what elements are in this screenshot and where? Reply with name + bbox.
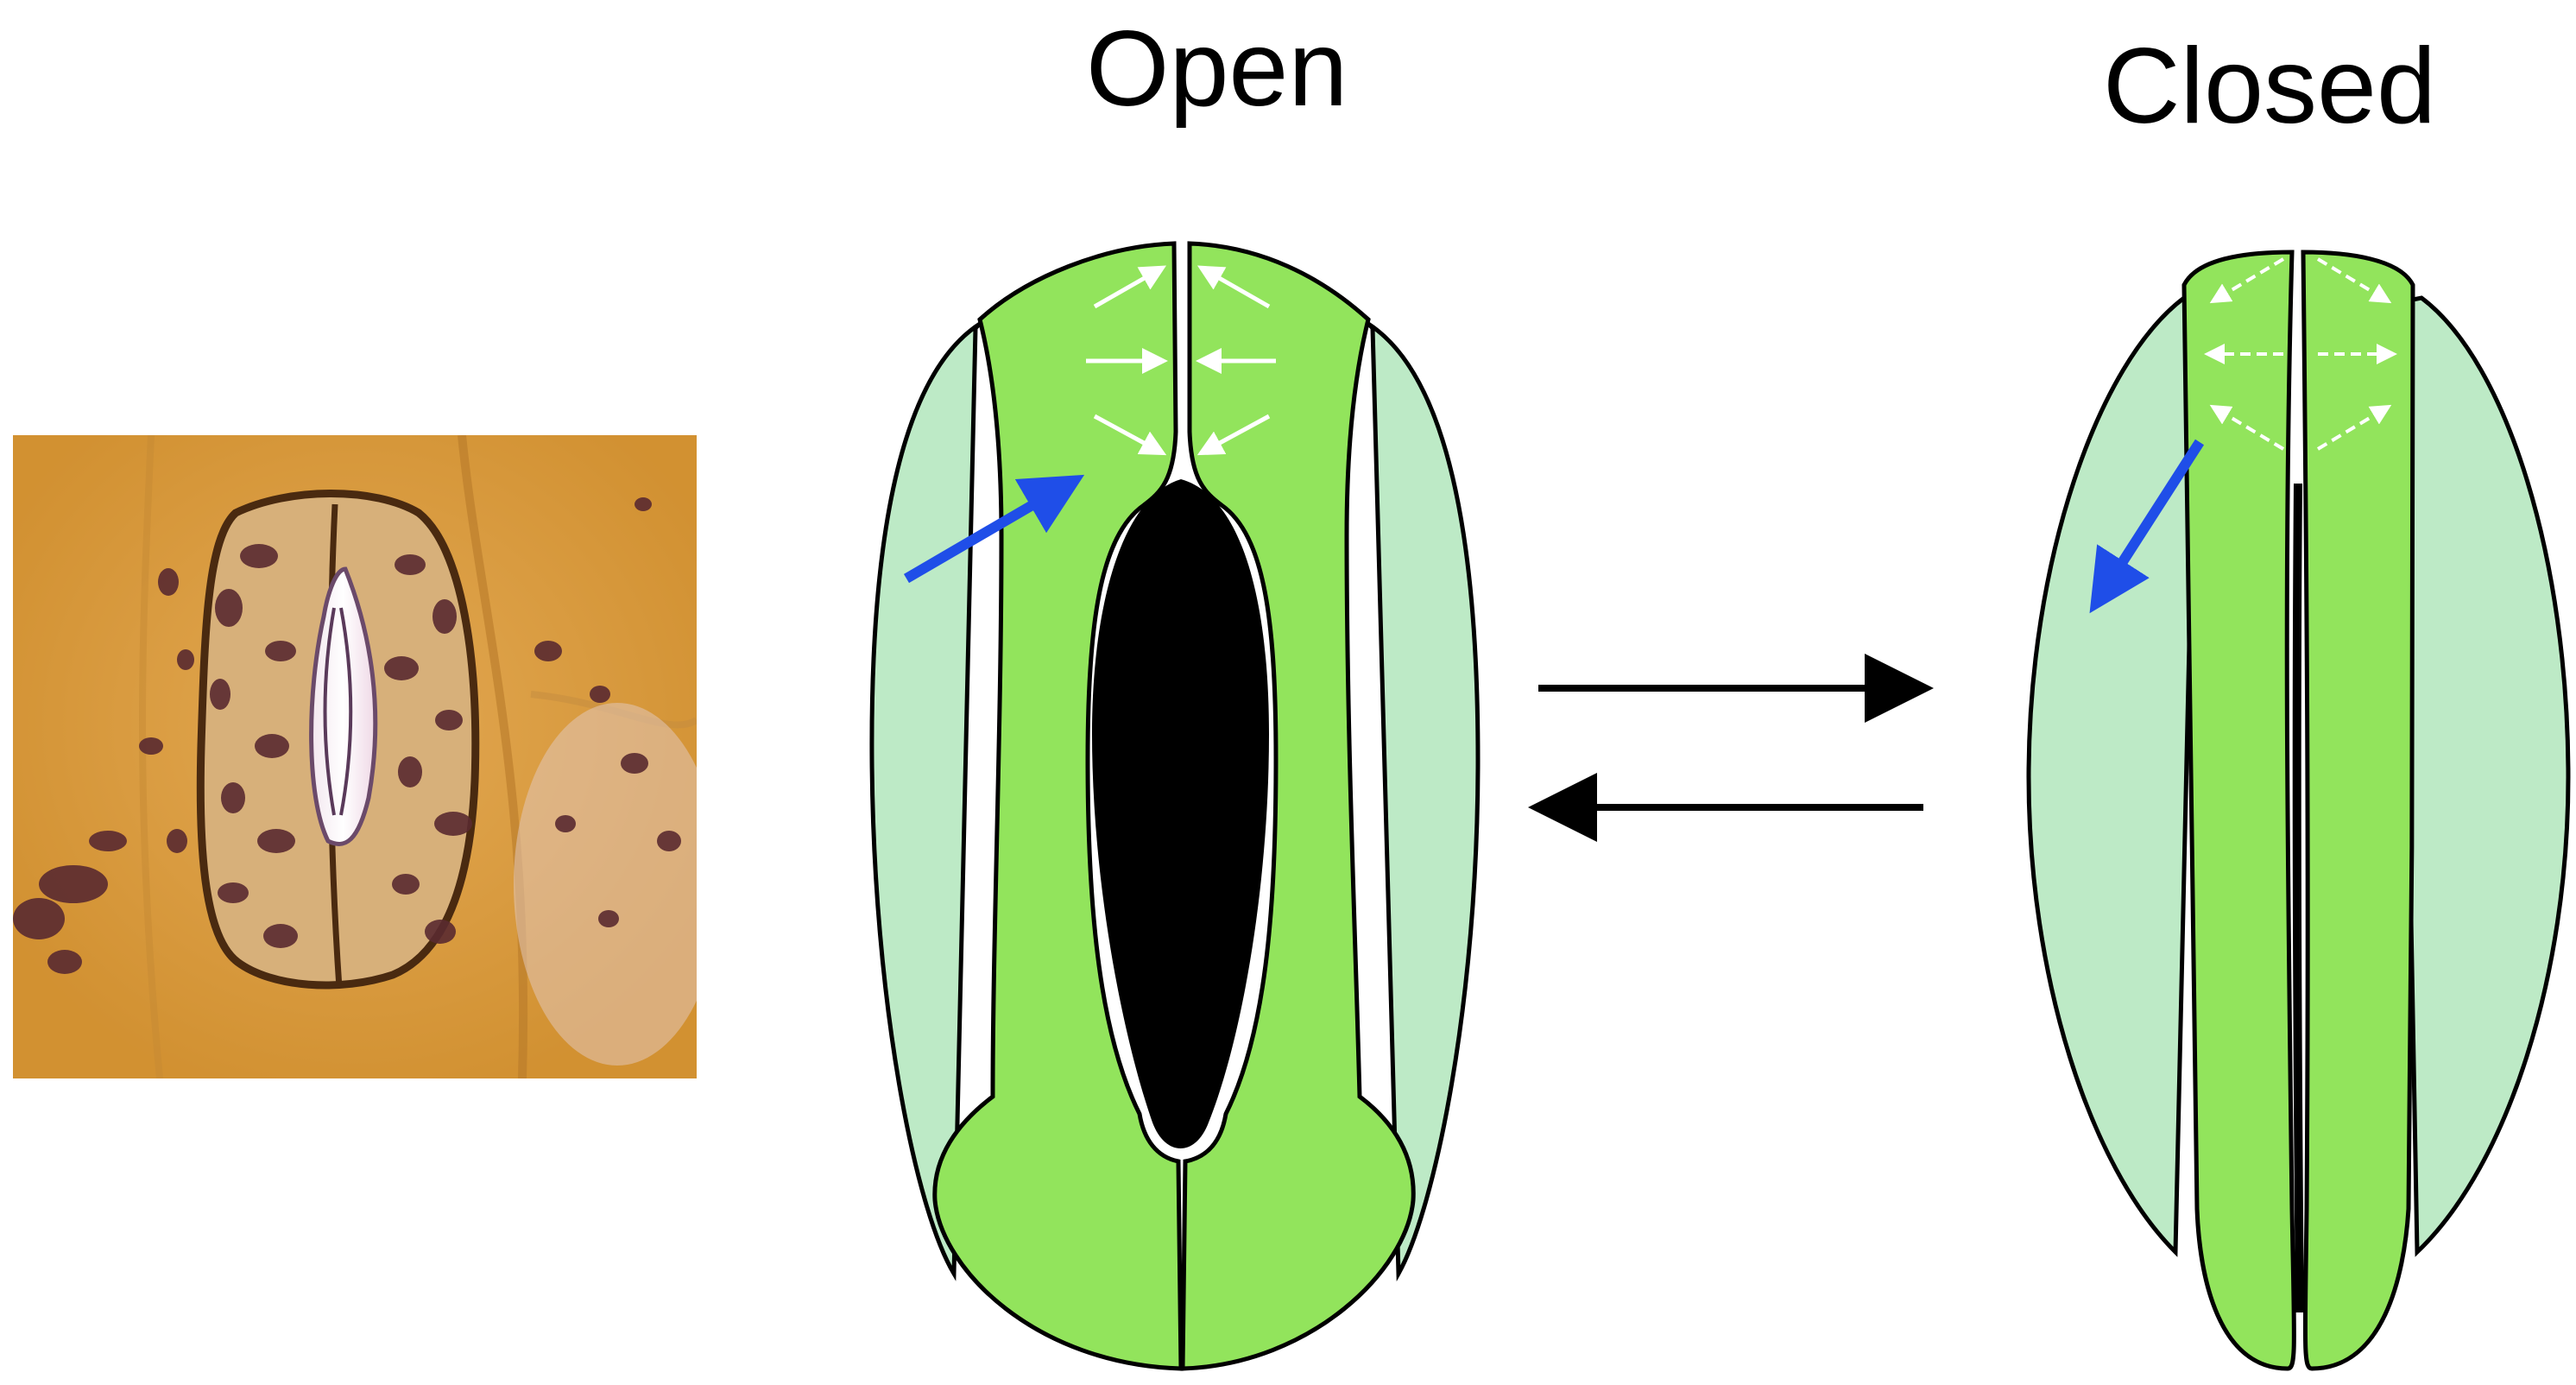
closed-guard-cell-left (2181, 250, 2296, 1371)
open-state-label: Open (1086, 9, 1348, 129)
micrograph-chloroplasts (13, 497, 681, 974)
turgor-arrow (1196, 265, 1271, 309)
closed-subsidiary-cell-right (2397, 295, 2571, 1257)
closed-turgor-arrows (2204, 257, 2397, 451)
closed-stoma (2026, 250, 2571, 1371)
closed-guard-cell-right (2301, 250, 2415, 1371)
open-guard-cell-right (1180, 241, 1416, 1371)
turgor-arrow (1093, 414, 1167, 456)
open-stoma (869, 241, 1481, 1371)
turgor-arrow (2316, 404, 2392, 451)
turgor-arrow (2209, 257, 2285, 304)
closed-stomatal-pore (2292, 483, 2304, 1313)
open-guard-cell-left (932, 241, 1184, 1371)
micrograph-guard-cells (196, 490, 480, 990)
turgor-arrow (1093, 265, 1167, 309)
open-turgor-arrows (1086, 265, 1276, 456)
open-subsidiary-cell-right (1367, 321, 1481, 1282)
closed-subsidiary-cell-left (2026, 295, 2200, 1257)
open-water-flow-arrow (903, 474, 1085, 584)
open-subsidiary-cell-left (869, 321, 982, 1281)
turgor-arrow (2316, 257, 2392, 304)
closed-state-label: Closed (2103, 27, 2436, 146)
open-stomatal-pore (1092, 479, 1269, 1148)
turgor-arrow (1196, 414, 1271, 456)
transition-arrows (1528, 654, 1934, 842)
closed-water-flow-arrow (2089, 439, 2205, 614)
turgor-arrow (2209, 404, 2285, 451)
stoma-micrograph (13, 435, 697, 1078)
